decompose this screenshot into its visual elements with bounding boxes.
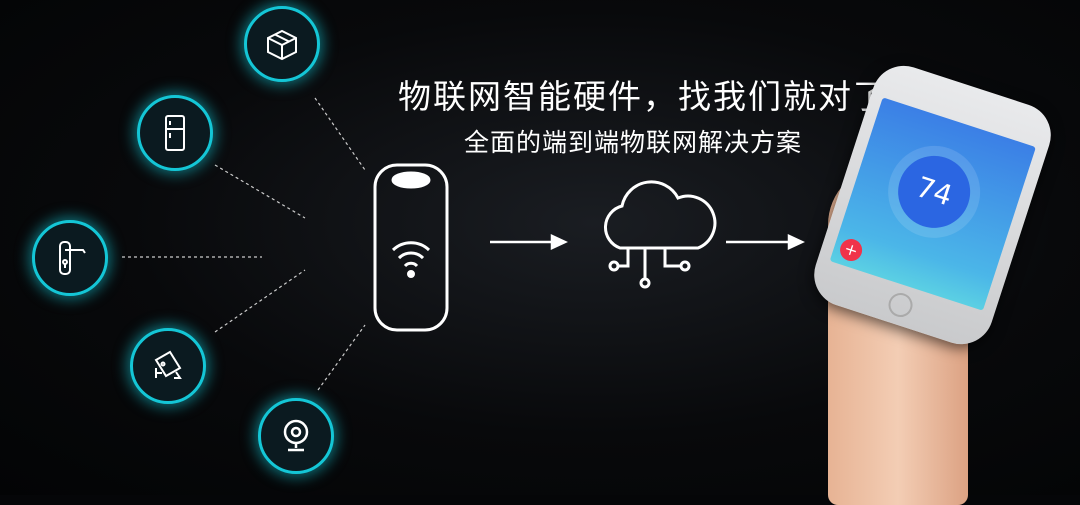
- device-package-box: [244, 6, 320, 82]
- smart-speaker-wifi-icon: [373, 163, 449, 332]
- thermostat-dial[interactable]: 74: [888, 146, 980, 238]
- device-door-lock: [32, 220, 108, 296]
- device-security-camera: [130, 328, 206, 404]
- package-box-icon: [267, 29, 297, 61]
- refrigerator-icon: [165, 115, 185, 151]
- device-refrigerator: [137, 95, 213, 171]
- phone-screen: 74 +: [829, 97, 1036, 311]
- add-button[interactable]: +: [837, 236, 865, 264]
- door-lock-icon: [59, 241, 86, 275]
- headline: 物联网智能硬件，找我们就对了！: [398, 77, 923, 116]
- subheadline: 全面的端到端物联网解决方案: [464, 128, 803, 157]
- webcam-icon: [283, 419, 309, 452]
- security-camera-icon: [154, 350, 182, 379]
- device-webcam: [258, 398, 334, 474]
- home-button[interactable]: [884, 289, 916, 320]
- cloud-network-icon: [603, 180, 717, 289]
